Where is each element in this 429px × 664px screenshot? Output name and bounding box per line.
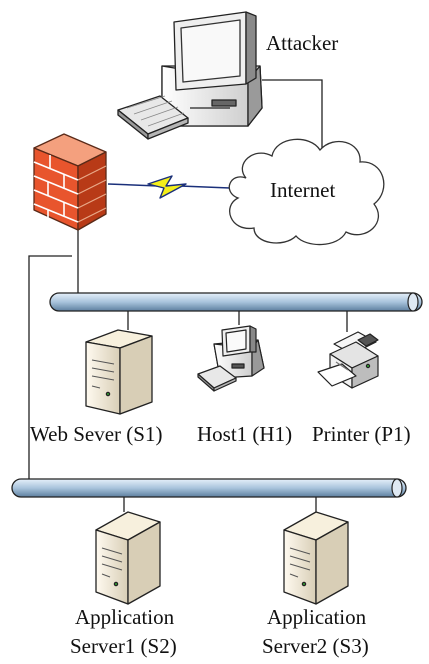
printer-label: Printer (P1) [312,422,411,446]
network-bus-1 [49,292,423,312]
app-server1-label-line1: Application [75,605,175,629]
app-server1-label-line2: Server1 (S2) [70,634,177,658]
web-server-label: Web Sever (S1) [30,422,162,446]
server-icon [283,511,349,605]
printer-icon [317,331,379,389]
server-icon [85,329,153,415]
attacker-label: Attacker [266,31,338,55]
desktop-computer-icon [117,11,263,140]
lightning-icon [107,175,231,199]
firewall-bus2-link [28,255,72,488]
app-server2-label-line1: Application [267,605,367,629]
workstation-icon [197,325,265,392]
firewall-icon [33,133,107,231]
app-server2-label-line2: Server2 (S3) [262,634,369,658]
cloud-icon [228,138,385,246]
host1-label: Host1 (H1) [197,422,292,446]
network-bus-2 [11,478,407,498]
server-icon [95,511,161,605]
internet-label: Internet [270,178,335,202]
